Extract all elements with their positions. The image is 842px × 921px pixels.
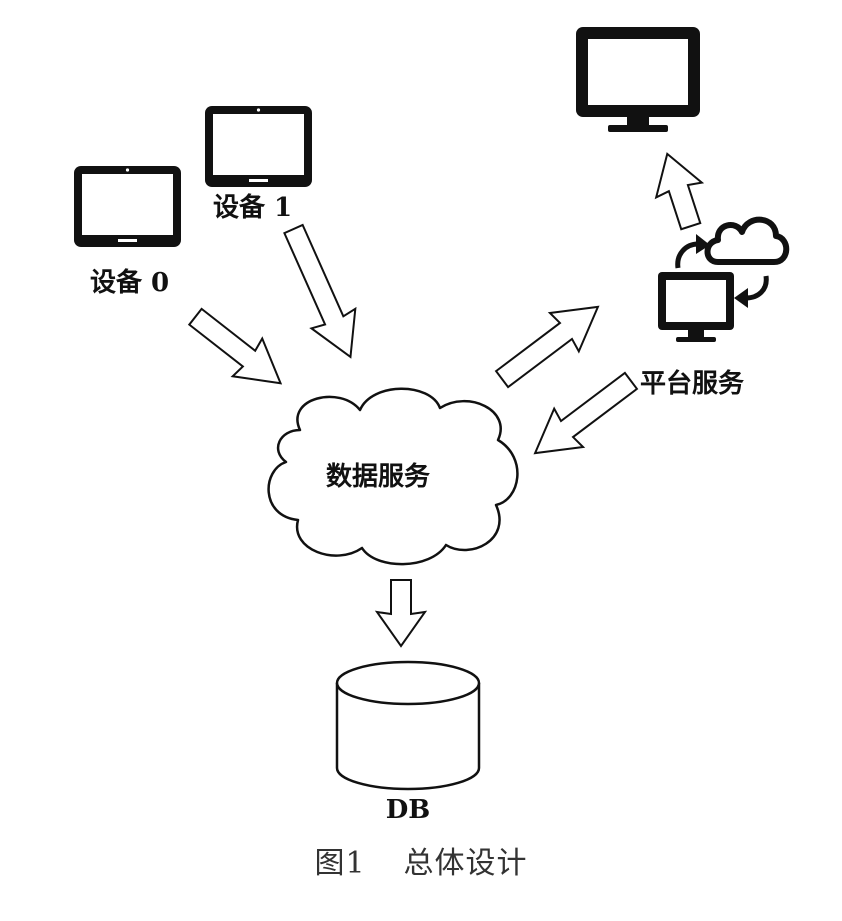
platform-to-data-arrow xyxy=(533,371,639,455)
device-0-to-data-arrow xyxy=(187,307,283,385)
data-service-cloud-icon xyxy=(267,387,519,566)
data-service-label: 数据服务 xyxy=(326,462,430,492)
platform-monitor-icon xyxy=(658,272,734,342)
data-to-platform-arrow xyxy=(494,305,600,389)
data-to-db-arrow xyxy=(374,579,428,648)
figure-number: 图1 xyxy=(314,846,366,881)
sync-arrows-icon xyxy=(675,234,769,308)
figure-caption: 图1 总体设计 xyxy=(0,838,842,882)
figure-title: 总体设计 xyxy=(403,846,528,881)
device-0-tablet-icon xyxy=(74,166,181,247)
db-label: DB xyxy=(386,795,431,825)
platform-to-monitor-arrow xyxy=(654,152,705,231)
database-cylinder-icon xyxy=(335,660,481,791)
platform-cloud-icon xyxy=(704,216,790,265)
device-1-label: 设备 1 xyxy=(213,193,292,223)
device-1-tablet-icon xyxy=(205,106,312,187)
device-1-to-data-arrow xyxy=(283,223,357,359)
top-monitor-icon xyxy=(576,27,700,132)
device-0-label: 设备 0 xyxy=(90,268,169,298)
platform-service-label: 平台服务 xyxy=(640,368,744,399)
